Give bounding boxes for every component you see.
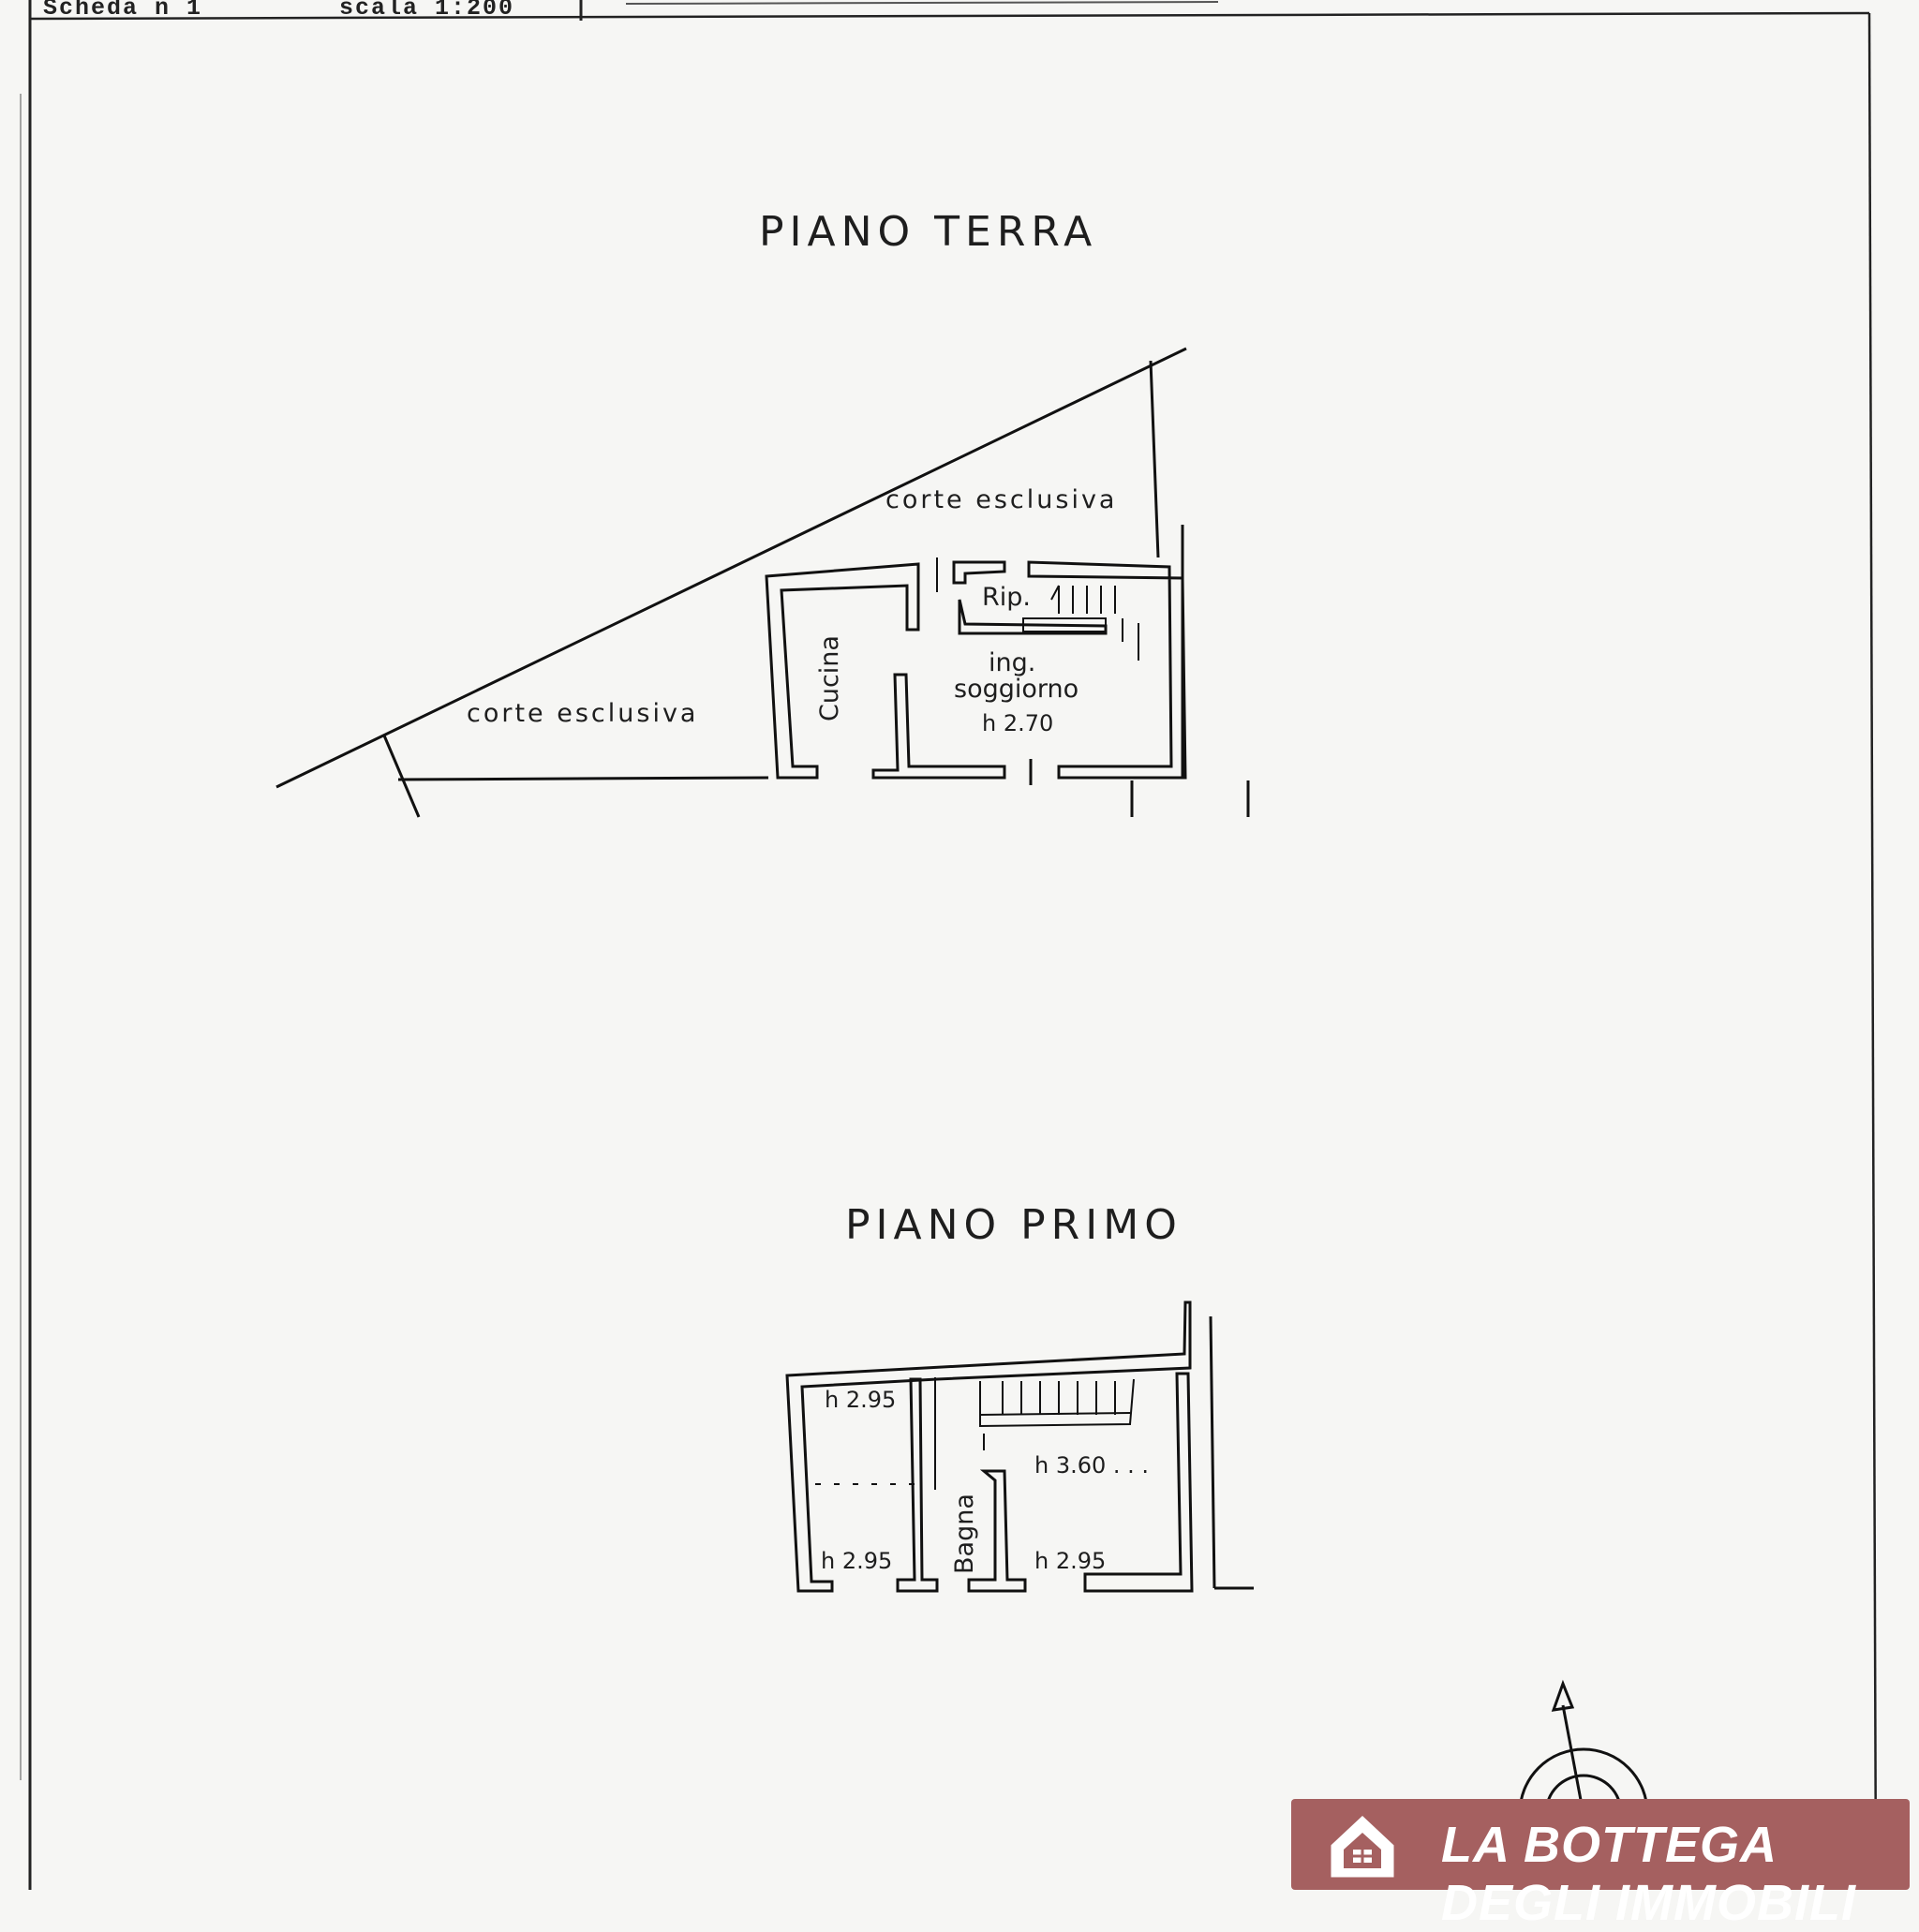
storage-label: Rip.: [982, 583, 1031, 612]
house-logo-icon: [1331, 1815, 1394, 1878]
bathroom-label: Bagna: [950, 1494, 979, 1574]
living-label-line1: ing.: [989, 648, 1036, 677]
brand-watermark: LA BOTTEGA DEGLI IMMOBILI: [1291, 1799, 1910, 1931]
stairs-symbol: [1050, 585, 1116, 614]
ground-floor-height: h 2.70: [982, 710, 1054, 736]
court-label-upper: corte esclusiva: [885, 485, 1118, 514]
first-floor-plan: [785, 1300, 1254, 1593]
property-boundary-diagonal: [275, 347, 1187, 789]
height-center: h 3.60 . . .: [1034, 1452, 1150, 1479]
first-floor-title: PIANO PRIMO: [845, 1201, 1183, 1249]
stairs-symbol: [979, 1378, 1135, 1428]
height-bottom-right: h 2.95: [1034, 1548, 1107, 1574]
kitchen-label: Cucina: [815, 635, 844, 721]
ground-floor-title: PIANO TERRA: [759, 208, 1098, 256]
sheet-frame: [20, 0, 1878, 1890]
height-top-left: h 2.95: [825, 1387, 897, 1413]
ground-floor-plan: [275, 347, 1250, 818]
living-label-line2: soggiorno: [954, 675, 1079, 704]
sheet-number-label: Scheda n 1: [43, 0, 203, 22]
court-label-lower: corte esclusiva: [467, 699, 699, 728]
height-bottom-left: h 2.95: [821, 1548, 893, 1574]
floor-plan-sheet: [20, 0, 1878, 1890]
brand-name: LA BOTTEGA DEGLI IMMOBILI: [1441, 1817, 1856, 1931]
scale-label: scala 1:200: [339, 0, 515, 22]
